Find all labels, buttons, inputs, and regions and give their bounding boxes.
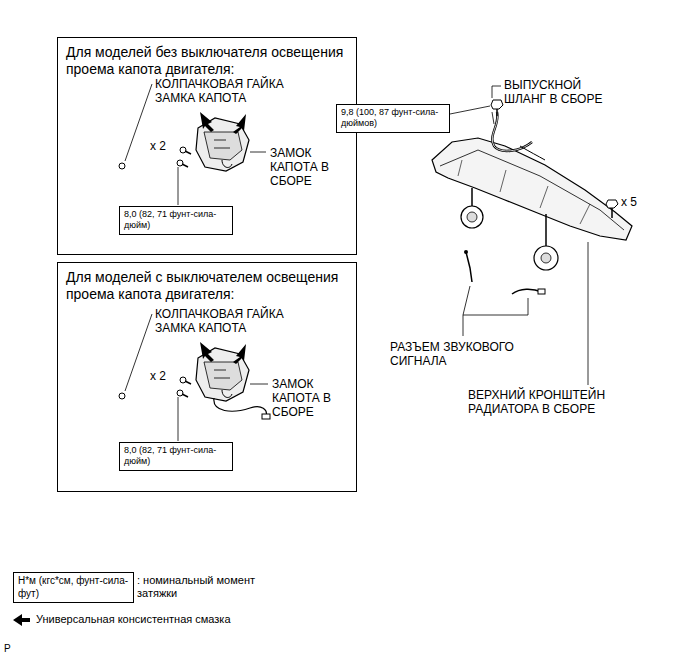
- torque-spec-box: 8,0 (82, 71 фунт-сила-дюйм): [119, 442, 233, 471]
- part-label: P: [4, 643, 24, 655]
- part-label: x 2: [150, 369, 180, 383]
- grease-arrow-symbol: [13, 614, 30, 626]
- part-label: КОЛПАЧКОВАЯ ГАЙКА ЗАМКА КАПОТА: [155, 77, 295, 105]
- part-label: ВЕРХНИЙ КРОНШТЕЙН РАДИАТОРА В СБОРЕ: [468, 388, 636, 416]
- torque-spec-box: 8,0 (82, 71 фунт-сила-дюйм): [119, 206, 233, 235]
- part-label: ЗАМОК КАПОТА В СБОРЕ: [272, 377, 354, 419]
- torque-value: 8,0 (82, 71 фунт-сила-дюйм): [124, 209, 228, 232]
- frame-heading: Для моделей с выключателем освещения про…: [66, 269, 348, 303]
- model-variant-frame: Для моделей без выключателя освещения пр…: [57, 37, 357, 255]
- torque-value: Н*м (кгс*см, фунт-сила-фут): [18, 575, 129, 600]
- legend-torque-box: Н*м (кгс*см, фунт-сила-фут): [13, 572, 134, 603]
- legend-text: Универсальная консистентная смазка: [36, 613, 296, 626]
- torque-value: 8,0 (82, 71 фунт-сила-дюйм): [124, 445, 228, 468]
- torque-value: 9,8 (100, 87 фунт-сила-дюймов): [341, 107, 445, 130]
- legend-text: : номинальный момент затяжки: [137, 574, 257, 600]
- part-label: ЗАМОК КАПОТА В СБОРЕ: [270, 146, 352, 188]
- part-label: КОЛПАЧКОВАЯ ГАЙКА ЗАМКА КАПОТА: [155, 307, 295, 335]
- frame-heading: Для моделей без выключателя освещения пр…: [66, 44, 348, 78]
- part-label: x 2: [150, 139, 180, 153]
- part-label: x 5: [621, 195, 661, 209]
- part-label: РАЗЪЕМ ЗВУКОВОГО СИГНАЛА: [390, 340, 540, 368]
- torque-spec-box: 9,8 (100, 87 фунт-сила-дюймов): [336, 104, 450, 133]
- part-label: ВЫПУСКНОЙ ШЛАНГ В СБОРЕ: [504, 78, 614, 106]
